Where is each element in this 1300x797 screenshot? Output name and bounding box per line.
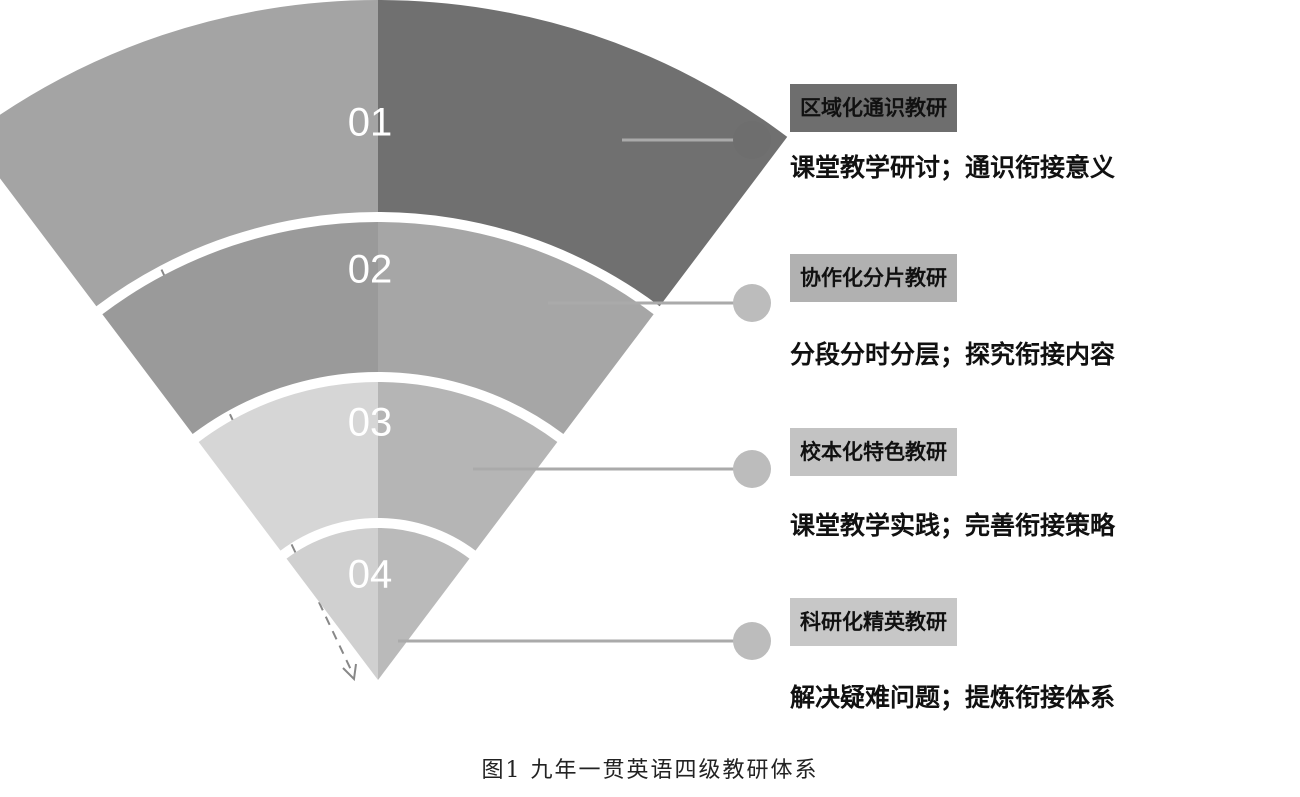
level-4-dot — [733, 622, 771, 660]
level-3-dot — [733, 450, 771, 488]
level-2-dot — [733, 284, 771, 322]
flow-arrow-head — [342, 663, 357, 682]
funnel-band-2-right — [378, 222, 654, 435]
level-2-title: 协作化分片教研 — [790, 254, 957, 302]
funnel-band-4-left — [286, 528, 378, 680]
funnel-band-1: 01 — [0, 0, 788, 307]
level-4-description: 解决疑难问题；提炼衔接体系 — [790, 683, 1116, 712]
level-1-description: 课堂教学研讨；通识衔接意义 — [790, 153, 1116, 182]
funnel-band-1-left — [0, 0, 378, 307]
level-2-description: 分段分时分层；探究衔接内容 — [790, 340, 1116, 369]
funnel-band-1-right — [378, 0, 788, 307]
level-4-number: 04 — [348, 553, 393, 597]
level-3-title: 校本化特色教研 — [790, 428, 957, 476]
funnel-band-3-right — [378, 382, 558, 551]
level-1-dot — [733, 121, 771, 159]
funnel-band-4: 04 — [286, 528, 470, 680]
level-1-title: 区域化通识教研 — [790, 84, 957, 132]
funnel-band-4-right — [378, 528, 470, 680]
funnel-diagram: 01 02 03 04 — [0, 0, 788, 682]
funnel-band-3-left — [198, 382, 378, 551]
level-3-description: 课堂教学实践；完善衔接策略 — [790, 511, 1116, 540]
figure-caption: 图1 九年一贯英语四级教研体系 — [481, 758, 819, 783]
level-2-number: 02 — [348, 248, 393, 292]
funnel-band-2: 02 — [102, 222, 654, 435]
level-3-number: 03 — [348, 401, 393, 445]
funnel-band-2-left — [102, 222, 379, 435]
funnel-band-3: 03 — [198, 382, 558, 551]
level-1-number: 01 — [348, 101, 393, 145]
level-4-title: 科研化精英教研 — [790, 598, 957, 646]
